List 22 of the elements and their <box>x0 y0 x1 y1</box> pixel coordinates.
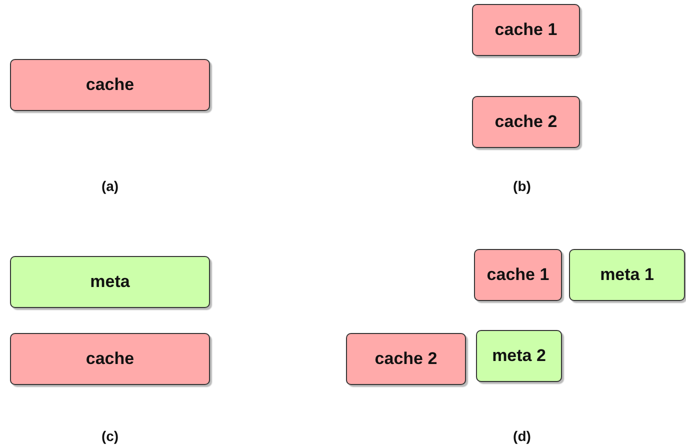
memory-block <box>474 249 562 301</box>
memory-block <box>10 333 210 385</box>
block-label: meta <box>90 272 130 292</box>
panel-label: (b) <box>513 178 531 194</box>
memory-block <box>476 330 562 382</box>
panel-label: (a) <box>101 178 119 194</box>
memory-block <box>10 256 210 308</box>
block-label: cache 1 <box>486 265 550 285</box>
memory-block <box>472 4 580 56</box>
block-label: cache 1 <box>494 20 558 40</box>
memory-block <box>569 249 685 301</box>
memory-block <box>346 333 466 385</box>
memory-block <box>10 59 210 111</box>
block-label: meta 2 <box>492 346 546 366</box>
panel-label: (d) <box>513 428 531 444</box>
block-label: cache <box>86 75 134 95</box>
block-label: cache 2 <box>494 112 558 132</box>
block-label: meta 1 <box>600 265 654 285</box>
panel-label: (c) <box>101 428 119 444</box>
block-label: cache <box>86 349 134 369</box>
memory-block <box>472 96 580 148</box>
block-label: cache 2 <box>374 349 438 369</box>
